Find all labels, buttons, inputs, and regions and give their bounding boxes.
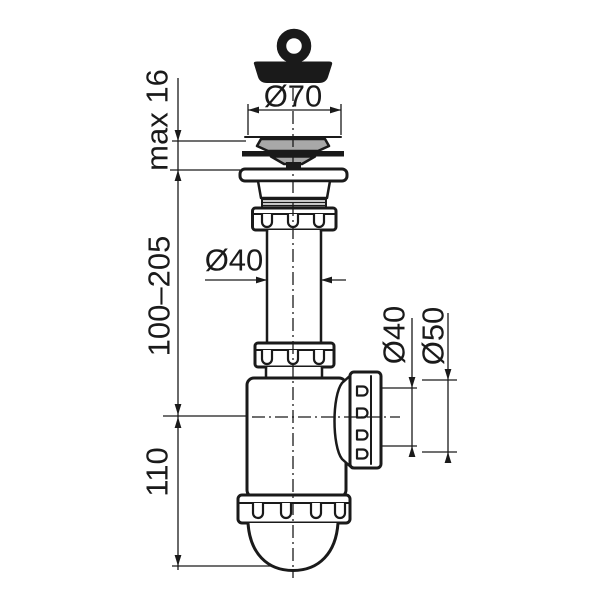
- seal-washer: [242, 151, 344, 157]
- castellation-slot: [312, 350, 326, 366]
- arrow-down-trap-bottom: [174, 555, 182, 566]
- centerlines: [252, 88, 400, 578]
- union-nut-top: [251, 206, 338, 232]
- adjustment-pipe: [265, 230, 323, 343]
- plug-stopper: [253, 28, 333, 83]
- extension-lines-outlet-inner: [378, 387, 417, 447]
- outlet-funnel: [333, 372, 354, 470]
- ring-pull-icon: [276, 28, 312, 64]
- arrow-down-sink-top: [174, 130, 182, 141]
- arrow-up-outlet-outer: [444, 452, 452, 463]
- arrow-right-plug: [330, 106, 341, 114]
- castellation-slot: [286, 350, 300, 366]
- extension-lines-outlet-outer: [422, 379, 457, 453]
- arrow-left-pipe-wall: [321, 276, 332, 284]
- label-adjustable-height: 100–205: [142, 236, 177, 357]
- union-nut-middle: [253, 341, 336, 378]
- dome-outline: [246, 521, 340, 573]
- arrow-up-outlet-inner: [408, 446, 416, 457]
- label-pipe-diameter: Ø40: [205, 243, 264, 278]
- dimension-plug-diameter: Ø70: [247, 79, 342, 135]
- trap-cup-dome: [246, 521, 340, 573]
- trap-body: [245, 372, 354, 499]
- dimension-pipe-diameter: Ø40: [205, 243, 346, 284]
- arrow-up-outlet-center: [174, 417, 182, 428]
- waste-body: [256, 179, 332, 200]
- neck-fill: [267, 367, 321, 378]
- outlet-union-nut: [348, 370, 383, 470]
- dimension-left-column: max 16 100–205 110: [140, 69, 272, 570]
- arrow-down-outlet-outer: [444, 369, 452, 380]
- castellation-slot: [309, 503, 323, 520]
- waste-strainer: [238, 136, 349, 209]
- castellation-slot: [355, 385, 369, 397]
- castellation-slot: [333, 503, 347, 520]
- arrow-down-outlet-center: [174, 404, 182, 415]
- pipe-walls: [265, 230, 323, 343]
- castellation-slot: [355, 407, 369, 419]
- arrow-right-pipe-wall: [256, 276, 267, 284]
- dimension-outlet-diameters: Ø40 Ø50: [377, 306, 457, 463]
- castellation-slot: [355, 429, 369, 441]
- castellation-slot: [355, 448, 369, 460]
- cup-union-nut: [236, 493, 352, 525]
- castellation-slot: [312, 214, 326, 229]
- castellation-slot: [251, 503, 265, 520]
- castellation-slot: [260, 350, 274, 366]
- arrow-up-flange: [174, 170, 182, 181]
- castellation-slot: [260, 214, 274, 229]
- rubber-plug: [253, 61, 333, 83]
- body-outline: [245, 376, 348, 499]
- thread-lines: [262, 198, 326, 207]
- arrow-down-outlet-inner: [408, 377, 416, 388]
- inlet-neck: [264, 367, 324, 378]
- castellation-slot: [279, 503, 293, 520]
- label-outlet-inner-diameter: Ø40: [377, 306, 412, 365]
- label-outlet-outer-diameter: Ø50: [416, 307, 451, 366]
- label-max-deck-thickness: max 16: [140, 69, 175, 171]
- arrow-left-plug: [248, 106, 259, 114]
- label-trap-depth: 110: [140, 447, 175, 496]
- pipe-fill: [268, 230, 320, 343]
- extension-lines-plug: [247, 104, 342, 135]
